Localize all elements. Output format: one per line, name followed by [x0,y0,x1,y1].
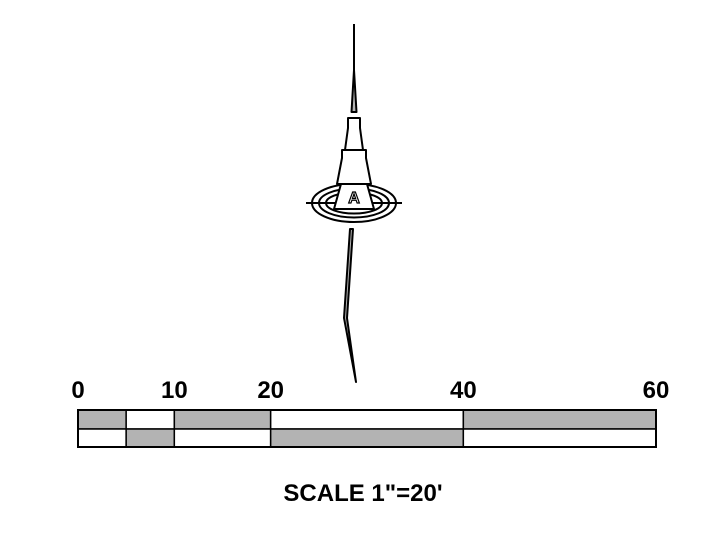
scale-segment-top-0 [77,409,127,430]
scale-bar-frame [77,409,657,448]
north-arrow-upper-stage [344,117,364,151]
scale-bar: 0 10 20 40 60 [71,377,670,448]
north-arrow-label-plate [333,183,375,210]
scale-tick-label: 10 [161,377,188,404]
scale-caption: SCALE 1"=20' [283,480,442,507]
scale-segment-bottom-2 [173,428,272,448]
scale-segment-bottom-3 [269,428,465,448]
scale-tick-label: 40 [450,377,477,404]
scale-segment-bottom-1 [125,428,176,448]
scale-tick-label: 60 [643,377,670,404]
scale-segment-top-3 [269,409,465,430]
scale-segment-bottom-0 [77,428,127,448]
scale-segment-top-2 [173,409,272,430]
north-arrow-letter: A [348,190,360,207]
north-arrow-lower-stage [336,149,372,185]
scale-segment-bottom-4 [462,428,657,448]
north-arrow [306,24,402,383]
scale-segment-top-4 [462,409,657,430]
north-arrow-needle-tip [350,69,358,113]
north-arrow-lower-needle [343,228,357,383]
scale-tick-label: 20 [257,377,284,404]
scale-segment-top-1 [125,409,176,430]
scale-tick-label: 0 [71,377,84,404]
